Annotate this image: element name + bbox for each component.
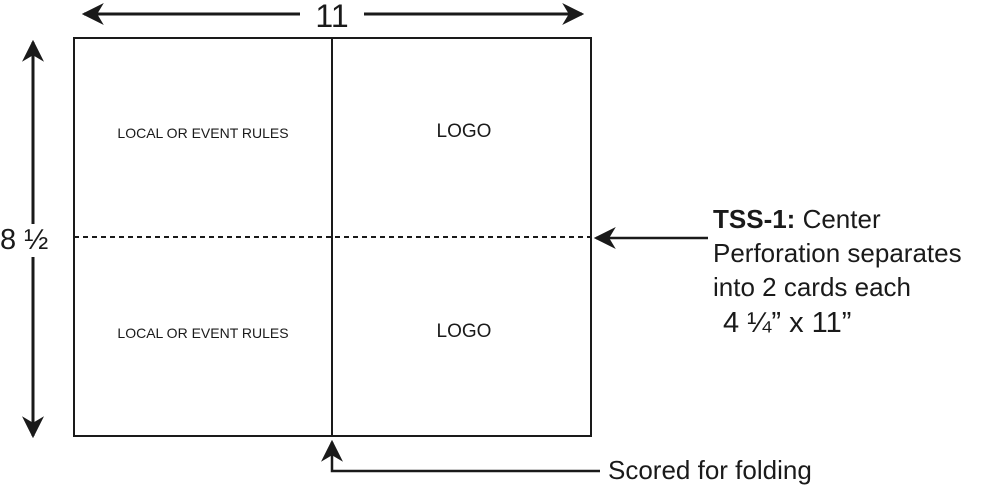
width-dimension-label: 11 <box>300 0 364 32</box>
panel-bottom-right-logo-label: LOGO <box>436 321 492 342</box>
card-size-label: 4 ¼” x 11” <box>723 307 852 339</box>
fold-pointer-arrow <box>321 439 600 473</box>
note-line2: Perforation separates <box>713 238 962 268</box>
height-dimension-label: 8 ½ <box>0 224 49 257</box>
panel-top-right-logo-label: LOGO <box>436 121 492 142</box>
fold-note-label: Scored for folding <box>608 455 812 485</box>
perforation-note: TSS-1: Center Perforation separates into… <box>713 202 962 342</box>
note-line1-rest: Center <box>795 204 881 234</box>
product-code: TSS-1: <box>713 204 796 234</box>
note-line3: into 2 cards each <box>713 272 912 302</box>
panel-top-left-label: LOCAL OR EVENT RULES <box>117 125 289 141</box>
panel-bottom-left-label: LOCAL OR EVENT RULES <box>117 325 289 341</box>
